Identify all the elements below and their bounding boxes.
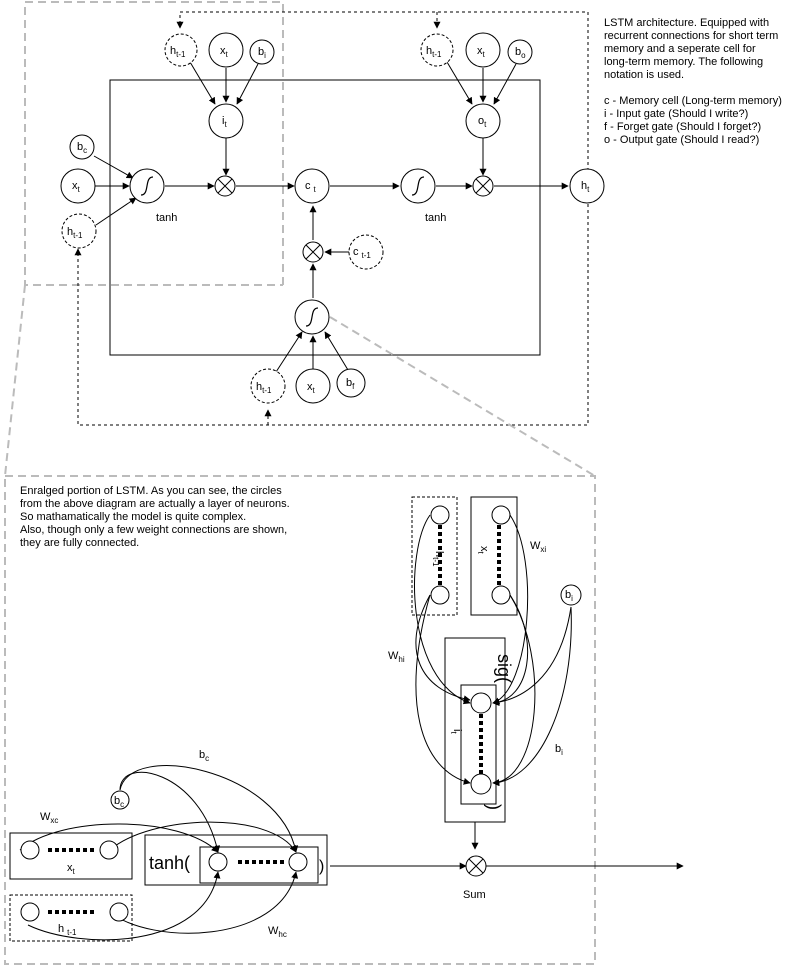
- top-caption-line: i - Input gate (Should I write?): [604, 108, 749, 120]
- bottom-caption-line: So mathamatically the model is quite com…: [20, 511, 247, 523]
- h-prev-layer-label: ht-1: [431, 551, 445, 567]
- node-input-gate: it: [222, 115, 227, 129]
- bottom-caption: Enralged portion of LSTM. As you can see…: [20, 485, 350, 550]
- zoom-lines: [4, 284, 596, 477]
- node-b-c: bc: [77, 141, 87, 155]
- w-hi-label: Whi: [388, 650, 405, 664]
- top-caption-line: f - Forget gate (Should I forget?): [604, 121, 762, 133]
- bottom-caption-line: from the above diagram are actually a la…: [20, 498, 290, 510]
- bottom-neurons: [20, 505, 582, 922]
- node-h-out: ht: [581, 180, 590, 194]
- multiply-nodes: [214, 175, 494, 263]
- lstm-cell-box: [109, 79, 541, 356]
- recurrent-loop-bottom: [74, 186, 589, 426]
- sigmoid-open-label: sig(: [494, 654, 514, 683]
- tanh-close-label: ): [319, 858, 324, 875]
- input-gate-layer-box: [460, 684, 497, 805]
- x-left-layer-box: [9, 832, 133, 880]
- node-h-prev-forget: ht-1: [256, 381, 272, 395]
- sum-label: Sum: [463, 889, 486, 901]
- node-x-gate-o: xt: [477, 45, 486, 59]
- node-h-prev-gate-i: ht-1: [170, 45, 186, 59]
- node-x-gate-i: xt: [220, 45, 229, 59]
- top-caption-line: [604, 82, 799, 95]
- node-h-prev-cell: ht-1: [67, 226, 83, 240]
- bottom-caption-line: Enralged portion of LSTM. As you can see…: [20, 485, 282, 497]
- x-layer-label: xt: [476, 546, 490, 555]
- node-output-gate: ot: [478, 115, 487, 129]
- b-i-node-label: bi: [565, 589, 573, 603]
- tanh-label-right: tanh: [425, 212, 446, 224]
- top-caption-line: recurrent connections for short term: [604, 30, 779, 42]
- sigmoid-close-label: ): [484, 804, 504, 810]
- top-caption-line: memory and a seperate cell for: [604, 43, 756, 55]
- sigmoid-curves: [140, 176, 425, 327]
- top-caption-line: notation is used.: [604, 69, 685, 81]
- sum-node: [465, 855, 487, 877]
- top-caption-line: c - Memory cell (Long-term memory): [604, 95, 782, 107]
- bottom-caption-line: Also, though only a few weight connectio…: [20, 524, 288, 536]
- bottom-connections: [19, 514, 684, 941]
- h-left-layer-box: [9, 894, 133, 942]
- node-x-cell: xt: [72, 180, 81, 194]
- top-arrows: [93, 61, 569, 373]
- top-caption-line: LSTM architecture. Equipped with: [604, 17, 770, 29]
- neuron-ellipsis: [48, 525, 501, 914]
- recurrent-loop-top-left: [176, 11, 589, 187]
- magnifier-frame: [24, 1, 284, 286]
- top-nodes: [60, 32, 605, 404]
- enlarged-frame: [4, 475, 596, 965]
- x-layer-box: [470, 496, 518, 616]
- top-caption-line: o - Output gate (Should I read?): [604, 134, 760, 146]
- x-left-layer-label: xt: [67, 862, 76, 876]
- w-xc-label: Wxc: [40, 811, 58, 825]
- input-gate-layer-label: it: [449, 729, 463, 734]
- node-x-forget: xt: [307, 381, 316, 395]
- b-c-node-label: bc: [114, 795, 124, 809]
- node-b-o: bo: [515, 46, 526, 60]
- b-i-edge-label: bi: [555, 743, 563, 757]
- w-xi-label: Wxi: [530, 540, 546, 554]
- node-h-prev-gate-o: ht-1: [426, 45, 442, 59]
- top-caption: LSTM architecture. Equipped with recurre…: [604, 17, 799, 147]
- bottom-caption-line: they are fully connected.: [20, 537, 140, 549]
- top-caption-line: long-term memory. The following: [604, 56, 764, 68]
- tanh-label-left: tanh: [156, 212, 177, 224]
- tanh-open-label: tanh(: [149, 853, 190, 873]
- cell-layer-box: [199, 846, 319, 884]
- b-c-edge-label: bc: [199, 749, 209, 763]
- node-b-f: bf: [346, 377, 355, 391]
- w-hc-label: Whc: [268, 925, 287, 939]
- tanh-box: [144, 834, 328, 886]
- h-prev-layer-box: [411, 496, 458, 616]
- node-b-i: bi: [258, 46, 266, 60]
